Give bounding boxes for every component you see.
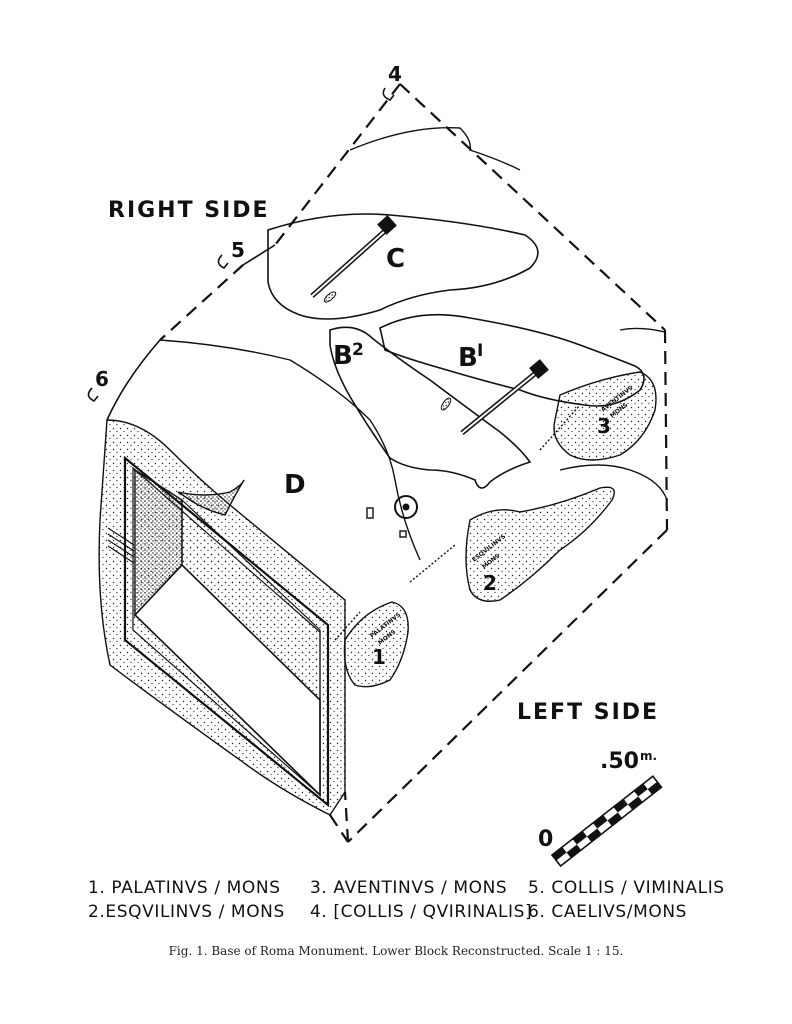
marker-2: 2 [483, 571, 497, 595]
aventinus-hatched-area [553, 371, 657, 461]
scale-max-label: .50 [600, 749, 639, 774]
esquilinus-hatched-area [465, 486, 615, 602]
legend-item-aventinus: 3. AVENTINVS / MONS [310, 878, 508, 898]
edge-cut-marks [107, 527, 135, 564]
scale-zero-label: 0 [538, 827, 553, 852]
corner-notch [177, 479, 245, 516]
small-socket-1 [366, 507, 374, 519]
zone-b2-label: B [333, 341, 353, 371]
block-solid-edges [106, 244, 276, 421]
legend-item-palatinus: 1. PALATINVS / MONS [88, 878, 281, 898]
zone-b2-superscript: 2 [352, 340, 364, 360]
legend-item-caelius: 6. CAELIVS/MONS [528, 902, 688, 922]
block-outline [159, 83, 669, 843]
dowel-hole [394, 495, 418, 519]
zone-b1-label: B [458, 343, 478, 373]
zone-b1-superscript: I [477, 341, 483, 361]
zone-c-label: C [386, 244, 405, 274]
left-side-label: LEFT SIDE [517, 700, 659, 725]
palatinus-hatched-area [343, 601, 409, 688]
niche-frame-inner [132, 466, 321, 797]
zone-b2-outline [329, 326, 532, 489]
marker-arrows [87, 87, 395, 403]
niche-frame [123, 455, 330, 808]
surface-fractures [159, 126, 668, 561]
rod-b1 [440, 359, 549, 435]
legend-item-viminalis: 5. COLLIS / VIMINALIS [528, 878, 725, 898]
right-side-label: RIGHT SIDE [108, 198, 270, 223]
zone-c-outline [267, 213, 539, 320]
legend-item-esquilinus: 2.ESQVILINVS / MONS [88, 902, 285, 922]
marker-3: 3 [597, 414, 611, 438]
marker-6: 6 [95, 367, 109, 391]
small-socket-2 [399, 530, 407, 538]
zone-d-label: D [284, 470, 306, 500]
marker-5: 5 [231, 238, 245, 262]
tick-rows [334, 404, 581, 641]
rod-c [310, 215, 397, 303]
marker-4: 4 [388, 62, 402, 86]
scale-bar: 0 .50 m. [538, 749, 663, 868]
legend-item-quirinalis: 4. [COLLIS / QVIRINALIS] [310, 902, 533, 922]
mountain-legend: 1. PALATINVS / MONS 3. AVENTINVS / MONS … [88, 878, 728, 922]
figure-caption: Fig. 1. Base of Roma Monument. Lower Blo… [168, 944, 624, 958]
marker-1: 1 [372, 645, 386, 669]
scale-unit-label: m. [640, 749, 657, 763]
